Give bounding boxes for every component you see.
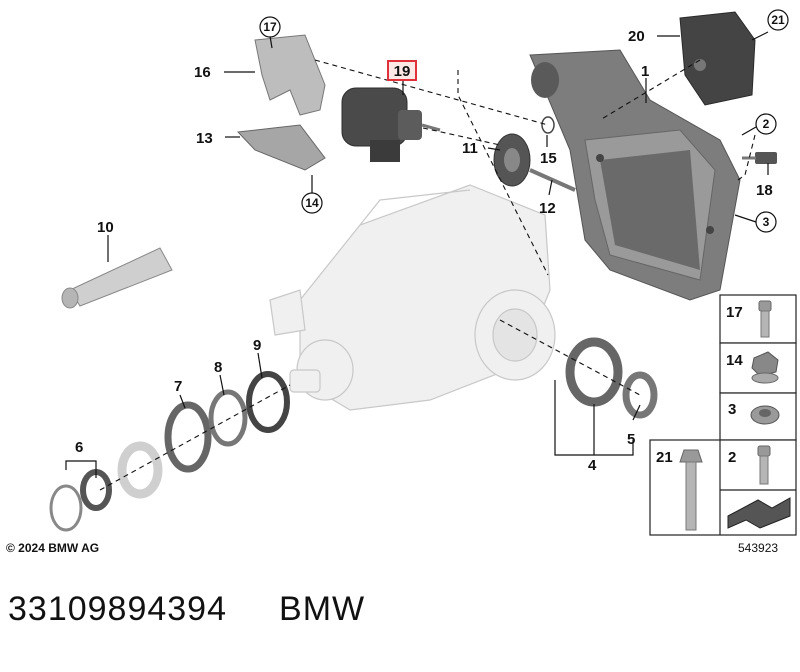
callout-2-circle: 2 (755, 113, 777, 135)
callout-21: 21 (771, 13, 785, 27)
drawing-number: 543923 (738, 541, 779, 555)
actuator-motor (341, 87, 441, 162)
mounting-bracket (254, 34, 326, 116)
callout-14-circle: 14 (301, 192, 323, 214)
callout-13: 13 (196, 130, 213, 147)
assembly-lines (99, 59, 756, 491)
fastener-legend: 17 14 3 21 2 (649, 294, 797, 536)
part-caption: 33109894394 BMW (8, 590, 365, 629)
seal-rings-right (565, 337, 658, 419)
legend-label-17: 17 (726, 304, 743, 321)
seal-rings-left (49, 371, 290, 532)
part-number: 33109894394 (8, 590, 228, 628)
callout-labels: 1 2 3 4 5 6 7 8 9 10 11 12 13 14 15 16 1… (75, 9, 789, 474)
legend-label-14: 14 (726, 352, 743, 369)
direction-arrow-icon (727, 497, 791, 529)
callout-7: 7 (174, 378, 182, 395)
callout-1: 1 (641, 63, 649, 80)
callout-9: 9 (253, 337, 261, 354)
bolt-17-icon (758, 300, 772, 338)
nut-14-icon (751, 351, 779, 384)
bolt-2-icon (757, 445, 771, 485)
housing-cover (529, 49, 741, 301)
callout-18: 18 (756, 182, 773, 199)
callout-20: 20 (628, 28, 645, 45)
differential-housing (269, 184, 556, 411)
legend-label-2: 2 (728, 449, 736, 466)
bolt-21-icon (679, 449, 703, 531)
protective-cap (679, 11, 756, 106)
legend-label-21: 21 (656, 449, 673, 466)
leader-lines (65, 31, 769, 478)
gear-wheel (493, 133, 531, 187)
callout-15: 15 (540, 150, 557, 167)
brand-name: BMW (279, 590, 366, 628)
callout-2: 2 (763, 117, 770, 131)
callout-10: 10 (97, 219, 114, 236)
callout-12: 12 (539, 200, 556, 217)
callout-8: 8 (214, 359, 222, 376)
callout-3: 3 (763, 215, 770, 229)
exploded-parts-diagram: 1 2 3 4 5 6 7 8 9 10 11 12 13 14 15 16 1… (49, 9, 797, 536)
callout-14: 14 (305, 196, 319, 210)
callout-19-highlight: 19 (387, 60, 417, 81)
callout-11: 11 (462, 140, 478, 157)
callout-3-circle: 3 (755, 211, 777, 233)
sealant-tube (61, 247, 173, 309)
copyright-notice: © 2024 BMW AG (6, 541, 100, 555)
shaft-pin (529, 168, 576, 192)
callout-17-circle: 17 (259, 16, 281, 38)
o-ring (541, 116, 555, 134)
temperature-sensor (742, 152, 777, 164)
callout-19: 19 (394, 63, 411, 80)
callout-16: 16 (194, 64, 211, 81)
callout-17: 17 (263, 20, 277, 34)
callout-6: 6 (75, 439, 83, 456)
callout-4: 4 (588, 457, 597, 474)
plug-3-icon (750, 405, 780, 425)
legend-label-3: 3 (728, 401, 736, 418)
heat-shield-plate (236, 124, 326, 171)
callout-5: 5 (627, 431, 635, 448)
callout-21-circle: 21 (767, 9, 789, 31)
